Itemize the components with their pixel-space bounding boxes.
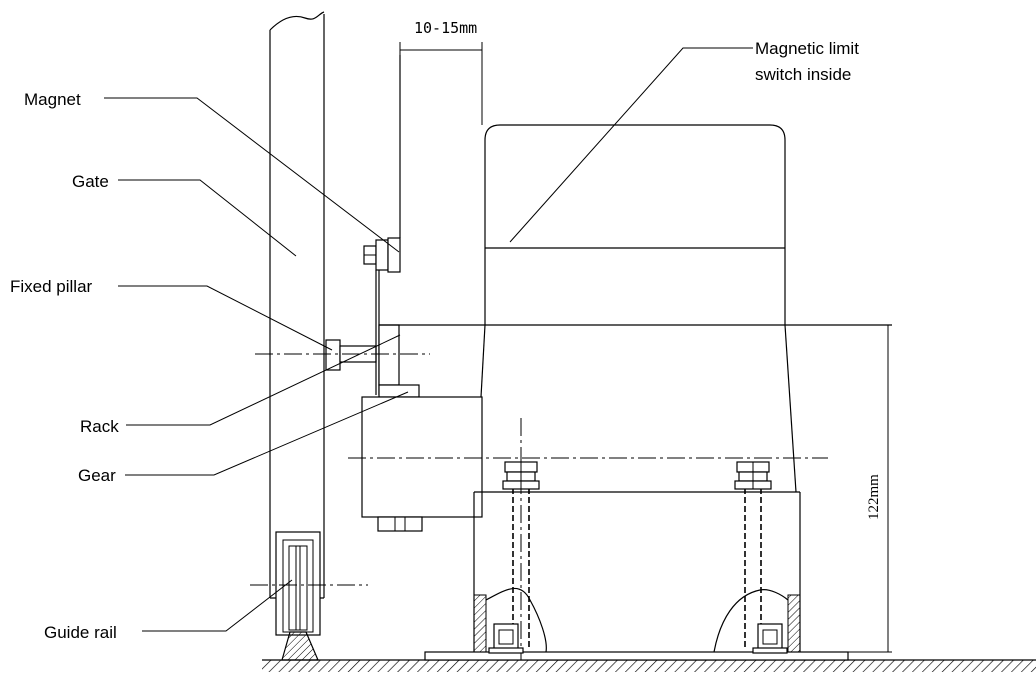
base-box (424, 491, 849, 661)
gap-dimension: 10-15mm (399, 19, 483, 125)
leader-lines (104, 47, 753, 632)
anchor-bolt-right (734, 461, 788, 654)
rack-gear-stack (361, 324, 483, 532)
guide-rail-wheel (275, 531, 321, 661)
guide-rail-label: Guide rail (44, 623, 117, 642)
gap-dimension-value: 10-15mm (414, 19, 477, 37)
limit-switch-label-line2: switch inside (755, 65, 851, 84)
magnet-label: Magnet (24, 90, 81, 109)
limit-switch-label-line1: Magnetic limit (755, 39, 859, 58)
gate-label: Gate (72, 172, 109, 191)
center-lines (250, 353, 828, 586)
gate-leaf (269, 11, 325, 599)
motor-housing (480, 124, 797, 493)
height-dimension: 122mm (848, 325, 892, 653)
ground (262, 659, 1036, 672)
rack-label: Rack (80, 417, 119, 436)
anchor-bolt-left (488, 418, 540, 660)
gear-label: Gear (78, 466, 116, 485)
fixed-pillar-label: Fixed pillar (10, 277, 93, 296)
fixed-pillar (325, 339, 377, 371)
height-dimension-value: 122mm (866, 474, 882, 520)
